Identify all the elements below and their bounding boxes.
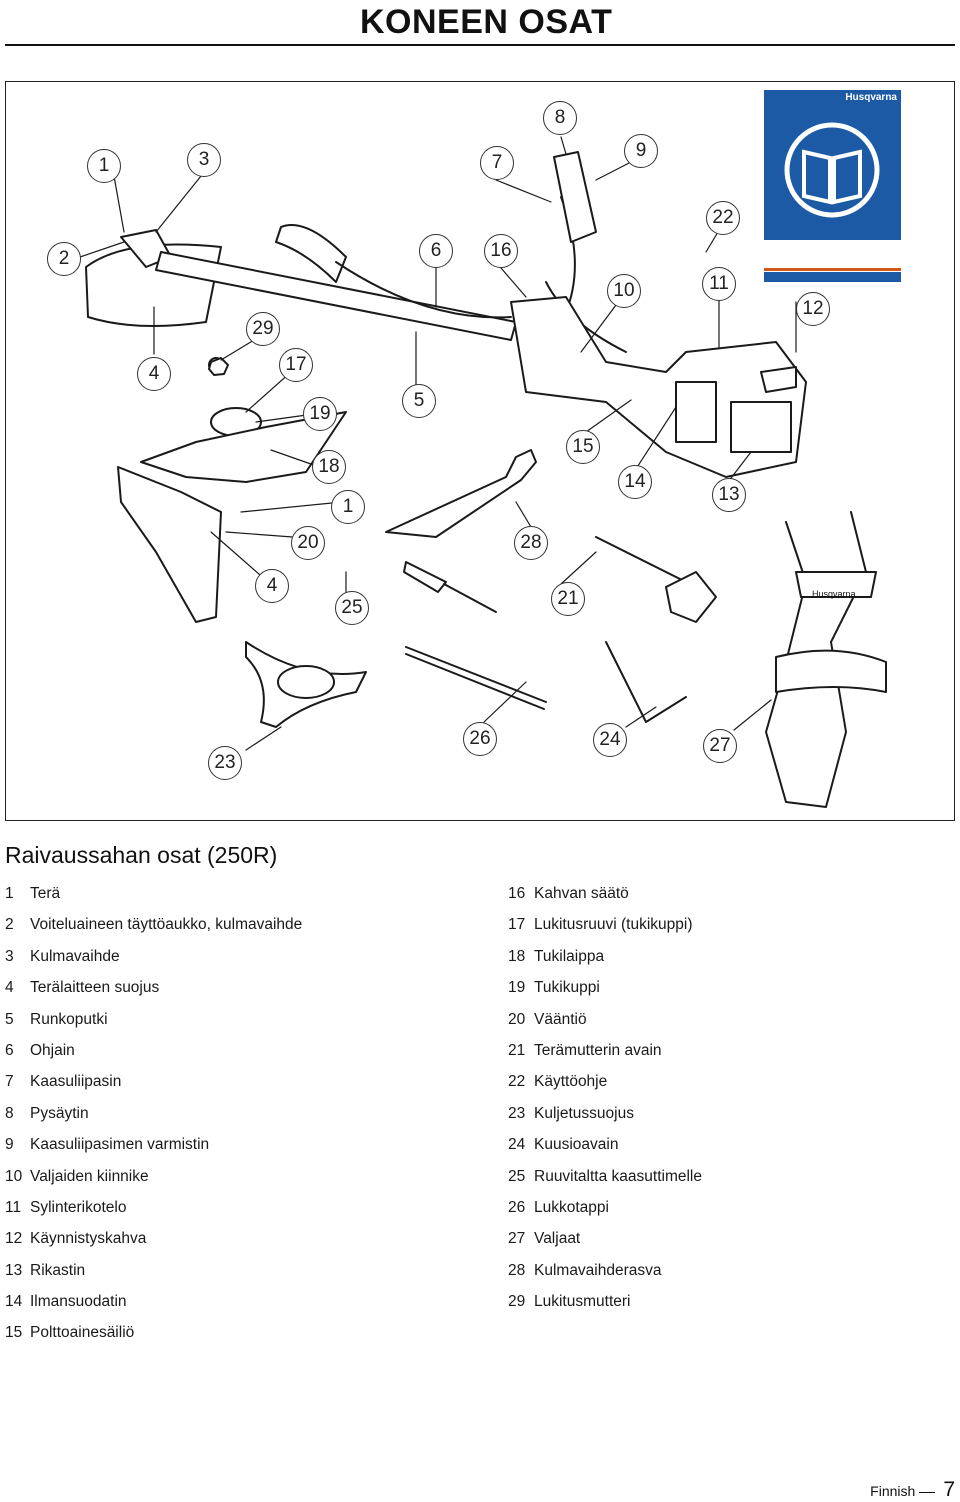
callout-17: 17 [279,348,313,382]
callout-27: 27 [703,729,737,763]
callout-29: 29 [246,312,280,346]
callout-19: 19 [303,397,337,431]
callout-1b: 1 [331,490,365,524]
section-title: Raivaussahan osat (250R) [5,842,278,868]
callout-4: 4 [137,357,171,391]
machine-drawing: Husqvarna [79,136,887,808]
callout-2: 2 [47,242,81,276]
callout-25: 25 [335,591,369,625]
callout-16: 16 [484,234,518,268]
page-number: 7 [943,1478,955,1501]
book-icon [784,122,880,218]
manual-stripe-blue [764,272,901,282]
callout-26: 26 [463,722,497,756]
grease-tube [385,449,537,538]
callout-23: 23 [208,746,242,780]
page-header: KONEEN OSAT [0,0,960,44]
callout-4b: 4 [255,569,289,603]
header-rule [5,44,955,46]
page-footer: Finnish 7 [870,1478,955,1502]
callout-13: 13 [712,478,746,512]
harness-brand-text: Husqvarna [812,589,856,599]
blade [140,411,347,483]
callout-22: 22 [706,201,740,235]
callout-14: 14 [618,465,652,499]
callout-18: 18 [312,450,346,484]
manual-brand: Husqvarna [845,92,897,103]
callout-12: 12 [796,292,830,326]
callout-11: 11 [702,267,736,301]
handlebar [275,224,347,283]
callout-21: 21 [551,582,585,616]
guard-lower [117,466,222,623]
callout-24: 24 [593,723,627,757]
shaft-tube [155,251,517,341]
callout-1: 1 [87,149,121,183]
callout-9: 9 [624,134,658,168]
callout-7: 7 [480,146,514,180]
callout-20: 20 [291,526,325,560]
throttle-handle [553,151,597,243]
callout-15: 15 [566,430,600,464]
callout-6: 6 [419,234,453,268]
footer-language: Finnish [870,1483,916,1499]
page-title: KONEEN OSAT [360,3,613,41]
callout-28: 28 [514,526,548,560]
callout-5: 5 [402,384,436,418]
footer-dash [919,1491,936,1494]
callout-8: 8 [543,101,577,135]
callout-3: 3 [187,143,221,177]
parts-illustration: Husqvarna Husqvarna 1 2 3 4 29 17 19 18 … [5,81,955,821]
operator-manual-icon: Husqvarna [764,90,901,240]
manual-stripe-orange [764,268,901,271]
callout-10: 10 [607,274,641,308]
